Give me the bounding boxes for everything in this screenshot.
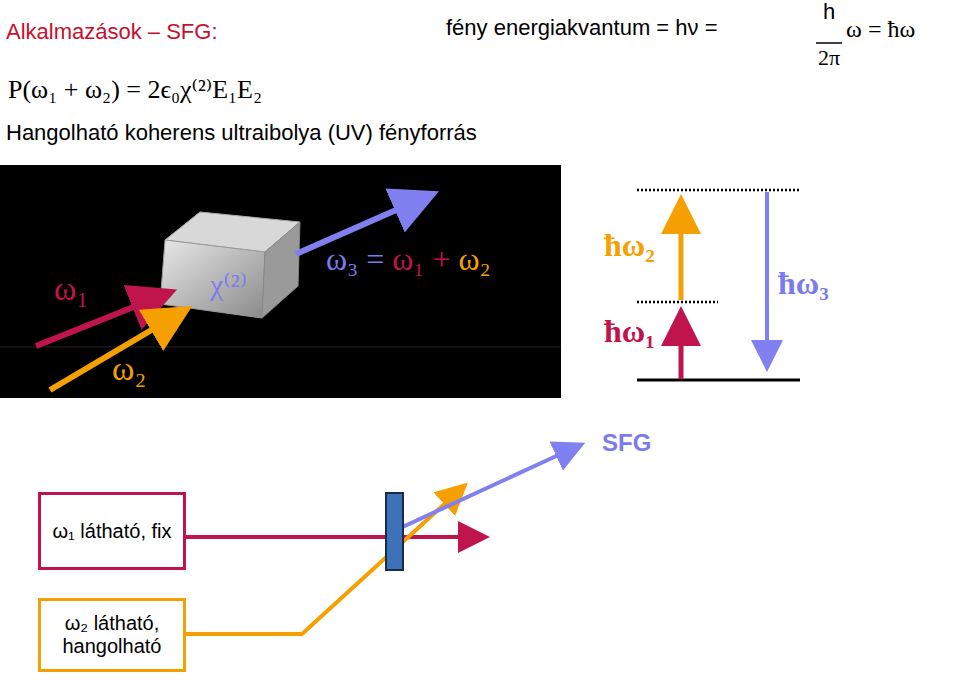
beam-label: ω₂	[459, 242, 491, 277]
beam-omega2	[186, 488, 462, 634]
polarization-formula: P(ω₁ + ω₂) = 2ϵ₀χ⁽²⁾E₁E₂	[8, 76, 262, 105]
beam-omega2	[50, 312, 182, 390]
beam-omega1	[186, 535, 482, 539]
susceptibility-label: χ⁽²⁾	[210, 268, 247, 301]
energy-label: ħω₂	[604, 228, 655, 263]
crystal	[386, 493, 403, 570]
energy-levels	[637, 190, 800, 380]
parameter-box: ω₁ látható, fix	[38, 492, 186, 570]
fraction-denominator: 2π	[818, 46, 840, 70]
energy-label: ħω₁	[604, 314, 655, 349]
energy-label: ħω₃	[778, 266, 829, 301]
beam-label: ω₁	[54, 270, 88, 307]
output-label: SFG	[602, 430, 651, 456]
crystal	[160, 212, 300, 318]
fraction-bar	[816, 42, 842, 44]
slide-title: Alkalmazások – SFG:	[6, 20, 218, 44]
beam-label: ω₂	[112, 350, 146, 387]
box-text: ω₁ látható, fix	[52, 520, 171, 543]
equation-text: fény energiakvantum = hν =	[446, 16, 718, 40]
fraction-numerator: h	[823, 0, 835, 24]
beam-label: ω₁ +	[392, 242, 450, 277]
subtitle: Hangolható koherens ultraibolya (UV) fén…	[6, 121, 477, 145]
panel	[0, 165, 561, 398]
parameter-box: ω₂ látható, hangolható	[38, 598, 186, 672]
box-text: ω₂ látható, hangolható	[49, 612, 175, 658]
beam-sfg	[396, 446, 578, 530]
equation-text: ω = ħω	[846, 16, 915, 42]
beam-label: ω₃ =	[326, 242, 384, 277]
